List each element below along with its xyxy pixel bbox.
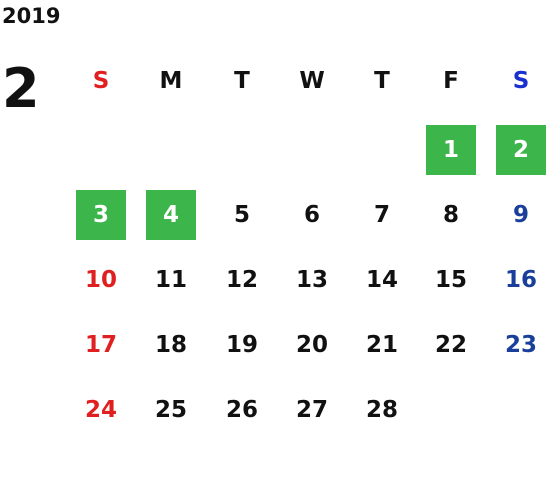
day-cell-18[interactable]: 18: [154, 332, 187, 358]
day-cell-21[interactable]: 21: [365, 332, 398, 358]
day-cell-2[interactable]: 2: [496, 125, 546, 175]
day-cell-19[interactable]: 19: [225, 332, 258, 358]
day-cell-25[interactable]: 25: [154, 397, 187, 423]
day-cell-26[interactable]: 26: [225, 397, 258, 423]
day-cell-8[interactable]: 8: [442, 202, 459, 228]
day-cell-12[interactable]: 12: [225, 267, 258, 293]
weekday-header: F: [443, 68, 459, 94]
day-cell-13[interactable]: 13: [295, 267, 328, 293]
day-cell-27[interactable]: 27: [295, 397, 328, 423]
day-cell-7[interactable]: 7: [373, 202, 390, 228]
calendar-month: 2: [2, 57, 40, 120]
day-cell-6[interactable]: 6: [303, 202, 320, 228]
day-cell-9[interactable]: 9: [512, 202, 529, 228]
weekday-header: S: [92, 68, 110, 94]
day-cell-15[interactable]: 15: [434, 267, 467, 293]
weekday-header: W: [299, 68, 325, 94]
day-cell-3[interactable]: 3: [76, 190, 126, 240]
day-cell-1[interactable]: 1: [426, 125, 476, 175]
day-cell-24[interactable]: 24: [84, 397, 117, 423]
day-cell-16[interactable]: 16: [504, 267, 537, 293]
weekday-header: M: [159, 68, 183, 94]
day-cell-4[interactable]: 4: [146, 190, 196, 240]
day-cell-22[interactable]: 22: [434, 332, 467, 358]
weekday-header: T: [234, 68, 250, 94]
day-cell-10[interactable]: 10: [84, 267, 117, 293]
day-cell-28[interactable]: 28: [365, 397, 398, 423]
calendar-year: 2019: [2, 4, 61, 28]
day-cell-20[interactable]: 20: [295, 332, 328, 358]
weekday-header: T: [374, 68, 390, 94]
day-cell-17[interactable]: 17: [84, 332, 117, 358]
day-cell-14[interactable]: 14: [365, 267, 398, 293]
weekday-header: S: [512, 68, 530, 94]
day-cell-23[interactable]: 23: [504, 332, 537, 358]
day-cell-5[interactable]: 5: [233, 202, 250, 228]
day-cell-11[interactable]: 11: [154, 267, 187, 293]
